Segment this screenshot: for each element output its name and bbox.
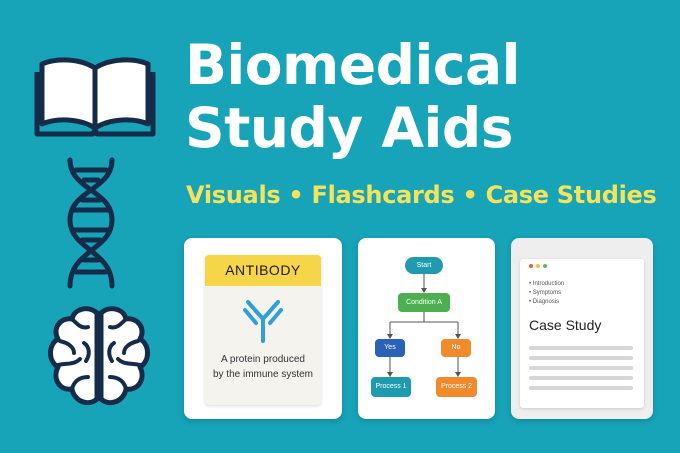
case-study-card[interactable]: Introduction Symptoms Diagnosis Case Stu… xyxy=(511,238,653,419)
bullet-item: Diagnosis xyxy=(529,298,564,307)
page-title: Biomedical Study Aids xyxy=(185,34,665,160)
flowchart-card[interactable]: Start Condition A Yes No Process 1 Proce… xyxy=(358,238,495,419)
text-placeholder-line xyxy=(529,346,633,350)
flow-process1-node: Process 1 xyxy=(371,377,411,397)
flashcard-card[interactable]: ANTIBODY A protein produced by the immun… xyxy=(184,238,342,419)
title-line-2: Study Aids xyxy=(185,96,513,160)
flow-no-node: No xyxy=(441,339,471,357)
flashcard-description-line-2: by the immune system xyxy=(212,369,314,380)
flowchart-connectors xyxy=(387,274,461,377)
text-placeholder-line xyxy=(529,356,633,360)
flashcard: ANTIBODY A protein produced by the immun… xyxy=(205,255,321,405)
window-dot-green xyxy=(543,264,547,268)
text-placeholder-line xyxy=(529,376,633,380)
dna-icon xyxy=(67,157,115,289)
flow-condition-node: Condition A xyxy=(398,293,450,312)
window-dot-red xyxy=(529,264,533,268)
flashcard-description-line-1: A protein produced xyxy=(221,354,305,365)
case-study-document: Introduction Symptoms Diagnosis Case Stu… xyxy=(520,259,644,408)
case-study-bullets: Introduction Symptoms Diagnosis xyxy=(529,280,564,307)
subtitle: Visuals • Flashcards • Case Studies xyxy=(186,181,657,209)
title-line-1: Biomedical xyxy=(185,33,520,97)
flow-yes-node: Yes xyxy=(375,339,405,357)
flashcard-heading: ANTIBODY xyxy=(205,255,321,286)
antibody-icon xyxy=(243,300,283,343)
open-book-icon xyxy=(34,57,156,137)
brain-icon xyxy=(48,306,150,406)
bullet-item: Introduction xyxy=(529,280,564,289)
text-placeholder-line xyxy=(529,366,633,370)
flow-process2-node: Process 2 xyxy=(436,377,477,397)
flashcard-description: A protein produced by the immune system xyxy=(205,352,321,382)
case-study-title: Case Study xyxy=(529,317,602,333)
text-placeholder-line xyxy=(529,386,633,390)
bullet-item: Symptoms xyxy=(529,289,564,298)
flow-start-node: Start xyxy=(405,257,443,274)
window-dot-yellow xyxy=(536,264,540,268)
